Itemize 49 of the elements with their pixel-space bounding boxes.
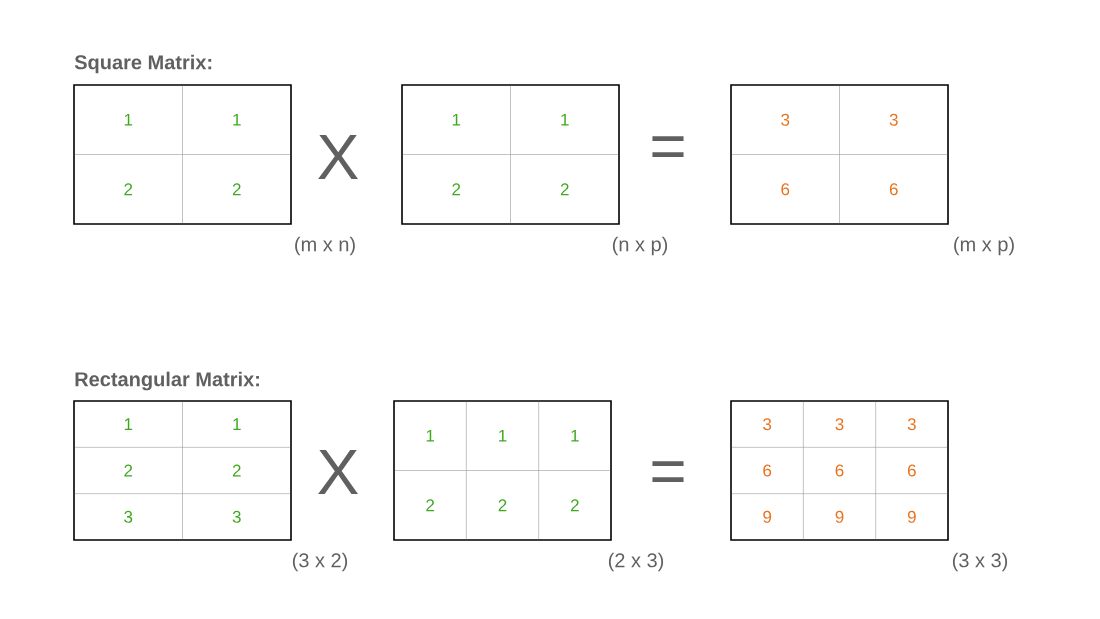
cell-value: 6 [908,464,916,477]
cell-value: 2 [426,499,435,512]
cell-value: 1 [124,418,133,430]
cell-value: 2 [560,183,569,196]
dimension-label: (3 x 3) [952,552,1008,572]
cell-value: 1 [499,429,507,442]
cell-value: 1 [426,429,435,442]
cell-value: 9 [763,510,772,523]
cell-value: 2 [124,464,133,477]
cell-value: 1 [452,113,461,126]
cell-value: 1 [571,429,579,442]
matrix [73,84,292,225]
dimension-label: (m x p) [954,236,1014,256]
cell-value: 2 [124,183,133,196]
cell-value: 3 [124,510,133,523]
cell-value: 9 [907,510,916,523]
operator-sign: = [652,136,684,157]
operator-sign: X [318,135,358,179]
cell-value: 2 [452,183,461,196]
cell-value: 3 [763,418,772,431]
cell-value: 3 [835,418,844,431]
cell-value: 2 [498,499,507,512]
cell-value: 2 [571,499,579,512]
operator-sign: = [652,461,684,482]
cell-value: 6 [889,183,898,196]
cell-value: 1 [233,113,241,126]
operator-sign: X [318,450,358,494]
matrix [730,400,949,541]
cell-value: 6 [781,183,790,196]
matrix [73,400,292,541]
cell-value: 3 [232,510,241,523]
cell-value: 1 [233,418,241,430]
cell-value: 1 [124,113,133,126]
matrix [393,400,612,541]
cell-value: 3 [907,418,916,431]
cell-value: 2 [232,464,241,477]
dimension-label: (n x p) [612,236,668,256]
cell-value: 3 [889,113,898,126]
cell-value: 3 [781,113,790,126]
dimension-label: (m x n) [295,236,355,256]
cell-value: 9 [835,510,844,523]
cell-value: 2 [232,183,241,196]
dimension-label: (2 x 3) [608,552,664,572]
matrix [401,84,620,225]
cell-value: 1 [561,113,569,126]
cell-value: 6 [835,464,844,477]
cell-value: 6 [763,464,772,477]
dimension-label: (3 x 2) [292,552,348,572]
matrix [730,84,949,225]
